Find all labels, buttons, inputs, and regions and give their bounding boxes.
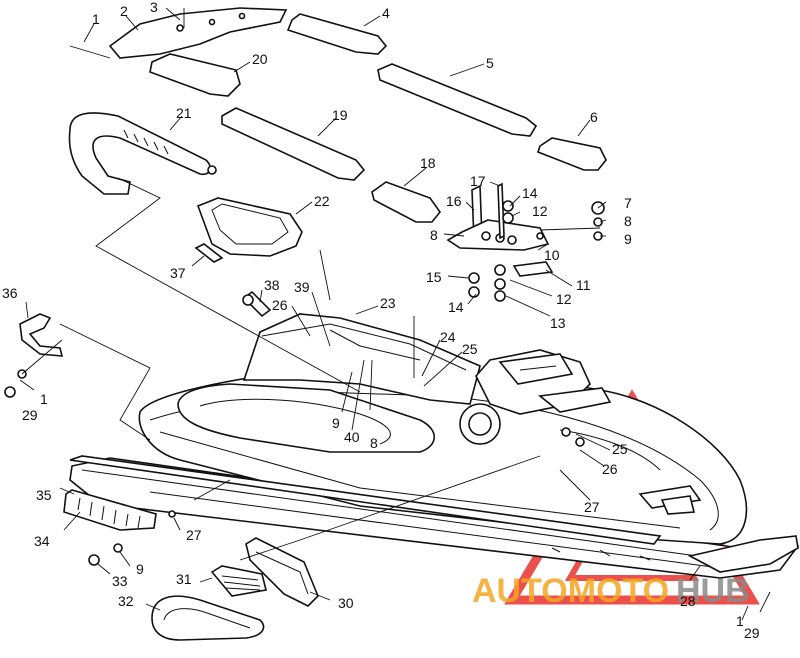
callout-12b: 12 [556,291,572,307]
callout-31: 31 [176,571,192,587]
callout-9c: 9 [332,415,340,431]
callout-6: 6 [590,109,598,125]
pad-5 [377,63,538,137]
callout-38: 38 [264,277,280,293]
part-37 [194,243,224,263]
callout-29b: 29 [744,625,760,641]
callout-8: 8 [624,213,632,229]
callout-27: 27 [186,527,202,543]
callout-33: 33 [112,573,128,589]
leader-lines [19,7,771,621]
callout-35: 35 [36,487,52,503]
callout-22: 22 [314,193,330,209]
callout-23: 23 [380,295,396,311]
callout-16: 16 [446,193,462,209]
callout-28: 28 [680,593,696,609]
callout-14b: 14 [448,299,464,315]
callout-7: 7 [624,195,632,211]
callout-27b: 27 [584,499,600,515]
callout-9b: 9 [136,561,144,577]
pad-6 [537,137,607,171]
callout-12: 12 [532,203,548,219]
callout-25b: 25 [612,441,628,457]
svg-text:HUB: HUB [676,572,750,610]
side-strip [69,455,662,545]
callout-34: 34 [34,533,50,549]
pad-18 [371,181,442,223]
callout-20: 20 [252,51,268,67]
callout-9: 9 [624,231,632,247]
grab-handle [68,112,212,195]
hatch-panel [108,7,288,59]
pad-20 [149,53,241,97]
callout-24: 24 [440,329,456,345]
callout-1: 1 [92,11,100,27]
callout-3: 3 [150,0,158,15]
callout-15: 15 [426,269,442,285]
callout-4: 4 [382,5,390,21]
callout-21: 21 [176,105,192,121]
callout-1b: 1 [40,391,48,407]
callout-30: 30 [338,595,354,611]
scoop-32 [151,595,265,641]
callout-labels: 1 2 3 4 5 6 7 8 9 10 11 12 12 13 14 14 1… [2,0,760,641]
callout-26b: 26 [602,461,618,477]
callout-25: 25 [462,341,478,357]
callout-2: 2 [120,3,128,19]
pad-19 [221,107,366,181]
storage-tray [196,197,303,257]
svg-text:AUTOMOTO: AUTOMOTO [472,572,669,610]
callout-36: 36 [2,285,18,301]
callout-32: 32 [118,593,134,609]
callout-13: 13 [550,315,566,331]
callout-40: 40 [344,429,360,445]
callout-17: 17 [470,173,486,189]
grille-31 [210,565,267,597]
watermark-text: AUTOMOTO HUB [472,572,750,610]
grille-34 [63,489,157,531]
pad-4 [286,13,388,55]
callout-8c: 8 [370,435,378,451]
callout-29: 29 [22,407,38,423]
watercraft-hull [69,313,800,579]
callout-18: 18 [420,155,436,171]
callout-1c: 1 [736,613,744,629]
bracket-assembly [446,182,605,302]
callout-14: 14 [522,185,538,201]
callout-39: 39 [294,279,310,295]
vent-frame-30 [245,537,319,607]
bracket-36 [19,313,64,357]
callout-11: 11 [576,277,591,293]
callout-19: 19 [332,107,348,123]
callout-26: 26 [272,297,288,313]
callout-8b: 8 [430,227,438,243]
callout-5: 5 [486,55,494,71]
callout-10: 10 [544,247,560,263]
callout-37: 37 [170,265,186,281]
